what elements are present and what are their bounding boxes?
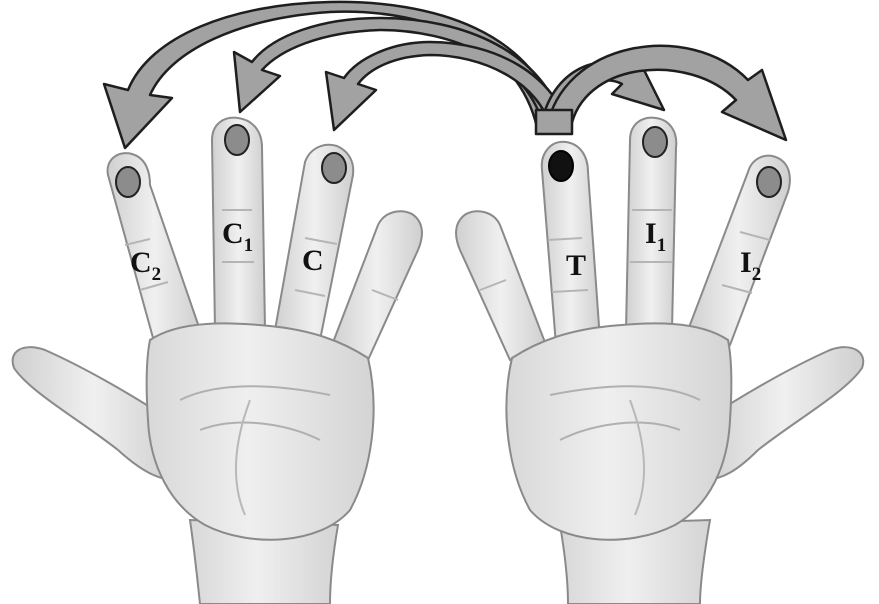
marker-c bbox=[322, 153, 346, 183]
left-palm bbox=[147, 323, 374, 539]
right-hand bbox=[456, 118, 863, 604]
left-hand bbox=[13, 118, 422, 604]
marker-i1 bbox=[643, 127, 667, 157]
marker-t bbox=[549, 151, 573, 181]
marker-i2 bbox=[757, 167, 781, 197]
arrows bbox=[104, 2, 786, 148]
right-palm bbox=[506, 323, 731, 539]
label-t: T bbox=[566, 249, 586, 282]
marker-c2 bbox=[116, 167, 140, 197]
label-c: C bbox=[302, 244, 324, 277]
marker-c1 bbox=[225, 125, 249, 155]
left-finger-pinky-side bbox=[332, 211, 422, 360]
right-finger-pinky-side bbox=[456, 211, 546, 360]
arrow-origin-block bbox=[536, 110, 572, 134]
